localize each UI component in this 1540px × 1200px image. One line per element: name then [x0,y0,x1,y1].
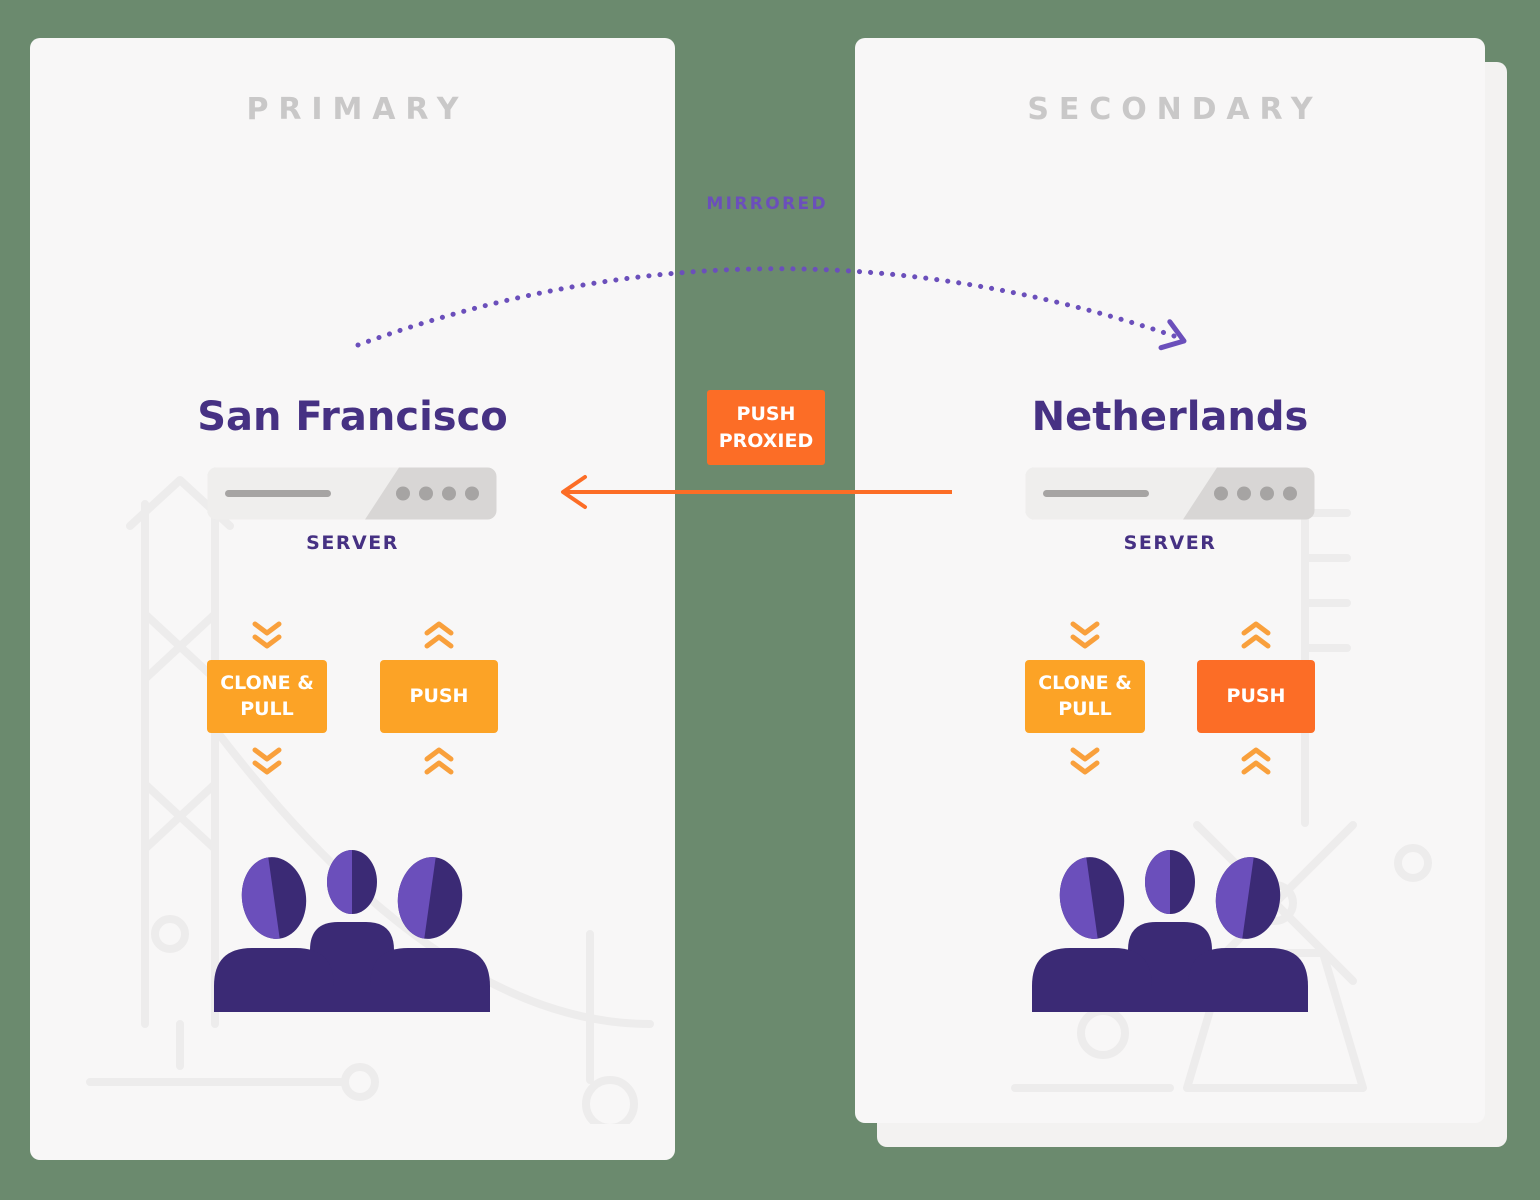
push-proxied-label-line2: PROXIED [718,429,814,452]
secondary-push-button: PUSH [1197,660,1315,733]
user-right [370,857,490,1012]
clone-pull-label-line2: PULL [240,697,294,720]
mirrored-label: MIRRORED [706,194,829,214]
primary-server-icon [207,467,497,520]
secondary-clone-pull-button: CLONE & PULL [1025,660,1145,733]
secondary-title: SECONDARY [1027,92,1323,127]
secondary-users-icon [1032,850,1308,1012]
chevron-down-icon [1070,621,1100,649]
primary-clone-pull-button: CLONE & PULL [207,660,327,733]
primary-push-button: PUSH [380,660,498,733]
primary-users-icon [214,850,490,1012]
chevron-up-icon [1241,747,1271,775]
chevron-down-icon [252,747,282,775]
push-proxied-label-line1: PUSH [736,402,796,425]
push-proxied-badge: PUSH PROXIED [707,390,825,465]
primary-location: San Francisco [197,394,508,440]
push-label: PUSH [1226,684,1286,707]
secondary-server-icon [1025,467,1315,520]
push-label: PUSH [409,684,469,707]
chevron-down-icon [252,621,282,649]
chevron-down-icon [1070,747,1100,775]
bridge-watermark-icon [86,476,654,1124]
secondary-server-label: SERVER [1123,532,1217,554]
user-left [1032,857,1152,1012]
chevron-up-icon [424,621,454,649]
primary-title: PRIMARY [246,92,469,127]
clone-pull-label-line2: PULL [1058,697,1112,720]
user-left [214,857,334,1012]
chevron-up-icon [1241,621,1271,649]
primary-server-label: SERVER [306,532,399,554]
primary-panel: PRIMARY San Francisco SERVER CLONE & PUL… [30,38,675,1160]
chevron-up-icon [424,747,454,775]
secondary-location: Netherlands [1031,394,1309,440]
secondary-panel: SECONDARY Netherlands SERVER CLONE & PUL… [855,38,1485,1123]
user-right [1188,857,1308,1012]
clone-pull-label-line1: CLONE & [1038,671,1132,694]
clone-pull-label-line1: CLONE & [220,671,314,694]
